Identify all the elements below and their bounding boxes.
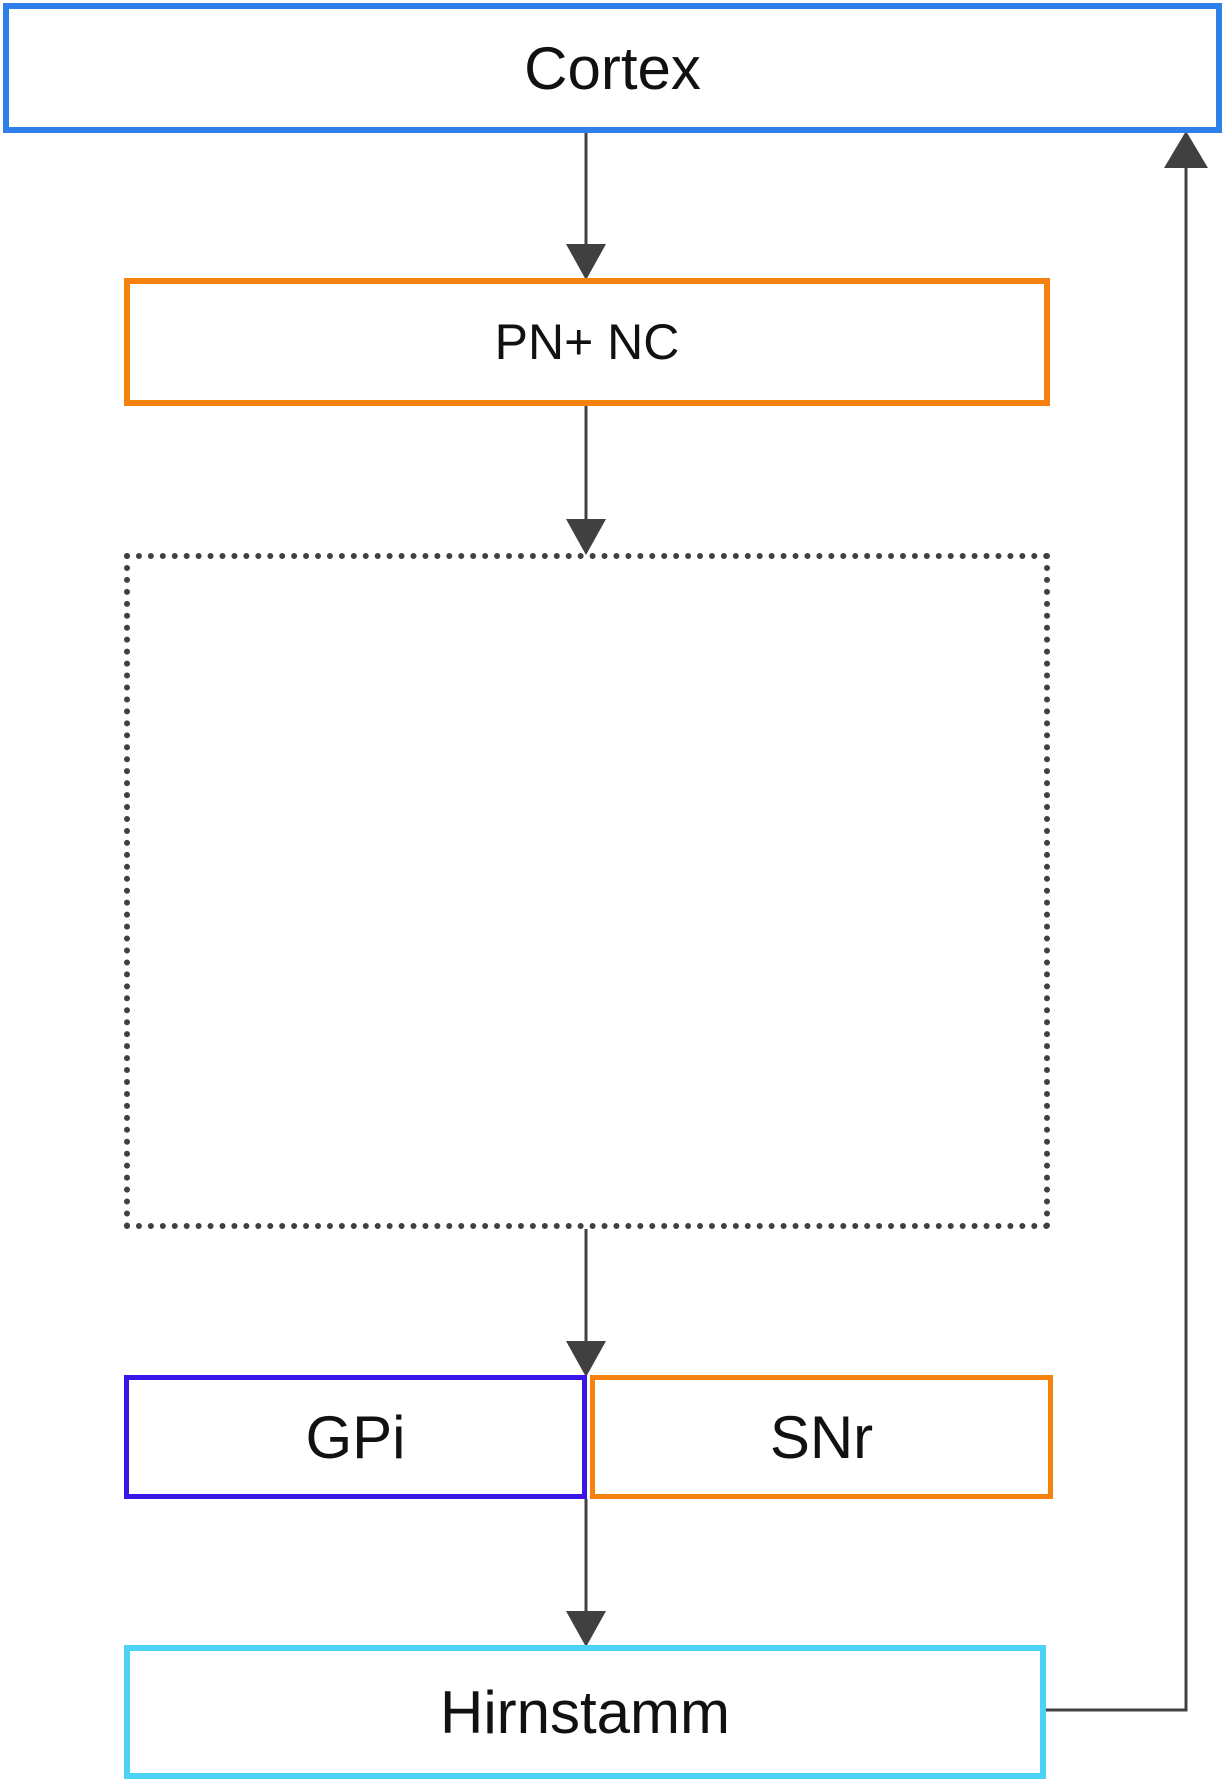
- dotted-group-box: [124, 553, 1050, 1229]
- node-snr-label: SNr: [769, 1403, 874, 1471]
- arrowhead-gpi-snr: [566, 1341, 606, 1377]
- node-hirnstamm-label: Hirnstamm: [439, 1678, 730, 1746]
- arrowhead-group: [566, 519, 606, 555]
- node-hirnstamm: Hirnstamm: [124, 1645, 1046, 1779]
- node-cortex: Cortex: [3, 3, 1222, 133]
- arrowhead-cortex: [1164, 131, 1208, 168]
- node-pn-nc-label: PN+ NC: [494, 314, 680, 370]
- node-cortex-label: Cortex: [524, 34, 701, 102]
- node-pn-nc: PN+ NC: [124, 278, 1050, 406]
- edge-hirnstamm-to-cortex: [1046, 166, 1188, 1712]
- arrowhead-hirnstamm: [566, 1611, 606, 1647]
- node-gpi-label: GPi: [305, 1403, 406, 1471]
- node-snr: SNr: [590, 1375, 1053, 1499]
- arrowhead-pnnc: [566, 244, 606, 280]
- node-gpi: GPi: [124, 1375, 587, 1499]
